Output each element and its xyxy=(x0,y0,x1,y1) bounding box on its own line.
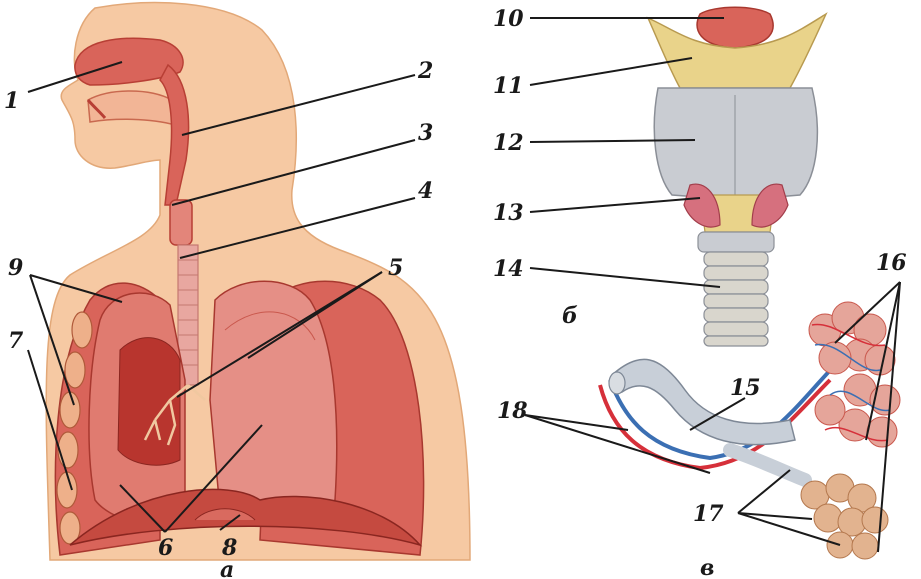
alveolar-sac-lower xyxy=(801,474,888,559)
epiglottis xyxy=(697,7,773,48)
label-1: 1 xyxy=(4,88,19,114)
caption-b: б xyxy=(562,303,578,329)
label-15: 15 xyxy=(730,375,761,401)
oral-cavity xyxy=(88,91,175,125)
label-4: 4 xyxy=(418,178,433,204)
bronchiole xyxy=(612,359,795,444)
label-10: 10 xyxy=(493,6,524,32)
label-5: 5 xyxy=(388,255,403,281)
label-16: 16 xyxy=(876,250,907,276)
label-3: 3 xyxy=(418,120,433,146)
panel-b-larynx xyxy=(648,7,826,346)
caption-c: в xyxy=(700,555,714,579)
trachea-rings xyxy=(704,252,768,346)
label-18: 18 xyxy=(497,398,528,424)
label-7: 7 xyxy=(8,328,24,354)
left-lung xyxy=(210,281,337,518)
label-17: 17 xyxy=(693,501,724,527)
label-2: 2 xyxy=(417,58,433,84)
larynx xyxy=(170,200,192,245)
panel-a-respiratory-tract xyxy=(46,3,470,560)
label-6: 6 xyxy=(158,535,173,561)
label-13: 13 xyxy=(493,200,524,226)
label-11: 11 xyxy=(493,73,524,99)
label-9: 9 xyxy=(8,255,23,281)
caption-a: а xyxy=(220,557,234,579)
label-12: 12 xyxy=(493,130,524,156)
thyroid-cartilage xyxy=(654,88,817,200)
label-14: 14 xyxy=(493,256,524,282)
